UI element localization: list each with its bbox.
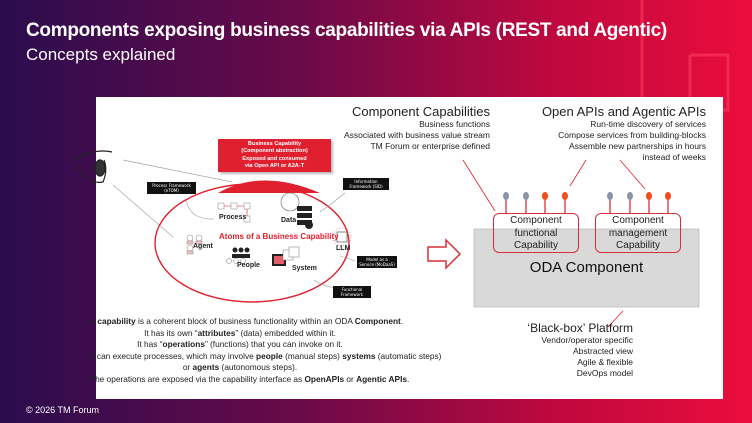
agent-icon bbox=[186, 234, 203, 255]
page-subtitle: Concepts explained bbox=[26, 45, 176, 64]
atoms-title: Atoms of a Business Capability bbox=[219, 232, 339, 241]
component-capabilities-line: TM Forum or enterprise defined bbox=[370, 141, 490, 151]
process-icon bbox=[217, 202, 251, 223]
system-icon bbox=[272, 246, 300, 266]
api-lollipops bbox=[505, 197, 669, 214]
functional-framework-label: Functional Framework bbox=[333, 286, 371, 298]
people-icon bbox=[226, 247, 250, 264]
component-capabilities-heading: Component Capabilities bbox=[351, 104, 490, 119]
platform-line: DevOps model bbox=[576, 368, 633, 378]
capability-ellipse bbox=[154, 183, 350, 303]
platform-line: Vendor/operator specific bbox=[541, 335, 633, 345]
data-icon bbox=[280, 192, 313, 229]
business-capability-box: Business Capability (Component abstracti… bbox=[218, 139, 331, 172]
business-capability-line: Business Capability bbox=[247, 141, 302, 147]
copyright-footer: © 2026 TM Forum bbox=[26, 405, 99, 415]
oda-component-box bbox=[473, 228, 700, 308]
business-capability-line: via Open API or A2A-T bbox=[244, 163, 305, 170]
business-capability-line: (Component abstraction) bbox=[241, 148, 308, 155]
system-label: System bbox=[292, 265, 317, 272]
process-framework-label: Process Framework (eTOM) bbox=[147, 182, 196, 194]
open-apis-line: Compose services from building-blocks bbox=[558, 130, 706, 140]
description-line: or agents (autonomous steps). bbox=[182, 362, 298, 373]
page-title: Components exposing business capabilitie… bbox=[26, 20, 667, 41]
platform-line: Abstracted view bbox=[573, 346, 633, 356]
information-framework-label: Information Framework (SID) bbox=[343, 178, 389, 190]
capability-description: A capability is a coherent block of busi… bbox=[90, 316, 442, 386]
open-apis-block: Open APIs and Agentic APIs Run-time disc… bbox=[542, 104, 706, 163]
description-line: It can execute processes, which may invo… bbox=[90, 350, 442, 361]
people-label: People bbox=[237, 262, 260, 269]
model-service-label: Model as a Service (MoDaaS) bbox=[357, 256, 397, 268]
description-line: The operations are exposed via the capab… bbox=[90, 373, 410, 384]
capability-arc bbox=[218, 180, 320, 193]
component-capabilities-line: Business functions bbox=[419, 119, 490, 129]
open-apis-heading: Open APIs and Agentic APIs bbox=[541, 104, 706, 119]
agent-label: Agent bbox=[193, 243, 213, 250]
functional-capability-box: Component functional Capability bbox=[493, 213, 579, 253]
open-apis-line: instead of weeks bbox=[642, 152, 706, 162]
platform-line: Agile & flexible bbox=[577, 357, 633, 367]
llm-chip-icon bbox=[332, 227, 352, 247]
component-capabilities-block: Component Capabilities Business function… bbox=[344, 104, 490, 152]
platform-heading: ‘Black-box’ Platform bbox=[527, 321, 633, 335]
open-apis-line: Assemble new partnerships in hours bbox=[568, 141, 706, 151]
description-line: It has its own “attributes” (data) embed… bbox=[144, 327, 336, 338]
oda-component-label: ODA Component bbox=[529, 259, 644, 276]
right-arrow-icon bbox=[427, 238, 462, 270]
process-label: Process bbox=[219, 214, 247, 221]
management-capability-box: Component management Capability bbox=[595, 213, 681, 253]
eye-icon bbox=[71, 150, 113, 183]
business-capability-line: Exposed and consumed bbox=[242, 155, 307, 162]
open-apis-line: Run-time discovery of services bbox=[590, 119, 706, 129]
llm-label: LLM bbox=[336, 245, 351, 252]
platform-block: ‘Black-box’ Platform Vendor/operator spe… bbox=[527, 321, 633, 379]
data-label: Data bbox=[281, 217, 297, 224]
description-line: It has “operations” (functions) that you… bbox=[137, 339, 343, 350]
component-capabilities-line: Associated with business value stream bbox=[344, 130, 490, 140]
description-line: A capability is a coherent block of busi… bbox=[90, 316, 404, 326]
